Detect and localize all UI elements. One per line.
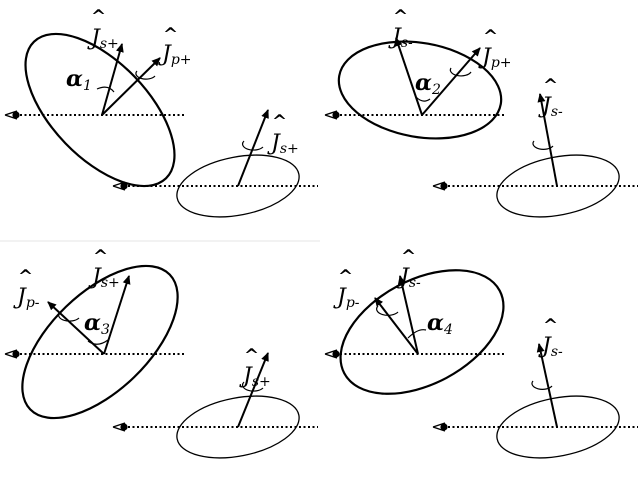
jet-p-vector — [374, 297, 419, 355]
jet-label: Js+ — [267, 131, 299, 157]
jet-label: Js+ — [88, 265, 120, 291]
rotation-arrow-icon — [376, 305, 399, 316]
angle-label: α1 — [66, 66, 92, 94]
eye-icon — [4, 110, 20, 120]
angle-leader — [96, 86, 115, 93]
jet-label: Jp+ — [478, 45, 512, 71]
hat-mark: ^ — [163, 24, 178, 45]
angle-leader — [407, 329, 427, 339]
angle-label: α4 — [427, 310, 453, 338]
hat-mark: ^ — [93, 246, 108, 267]
angle-label: α3 — [84, 310, 110, 338]
jet-p-vector — [47, 301, 105, 355]
rotation-arrow-icon — [449, 67, 472, 77]
hat-mark: ^ — [338, 266, 353, 287]
rotation-arrow-icon — [532, 140, 554, 150]
jet-p-vector — [101, 57, 161, 116]
jet-s-vector — [397, 275, 419, 355]
hat-mark: ^ — [244, 345, 259, 366]
rotation-arrow-icon — [531, 380, 553, 390]
jet-label: Jp+ — [158, 42, 192, 68]
angle-arc — [87, 339, 109, 345]
jet-s-vector — [103, 275, 131, 355]
jet-label: Js- — [396, 265, 421, 291]
jet-label: Js- — [538, 334, 563, 360]
jet-s-vector — [101, 43, 124, 116]
hat-mark: ^ — [483, 26, 498, 47]
small-jet-vector — [237, 109, 269, 187]
small-body-orbit — [176, 154, 300, 218]
big-body-orbit — [339, 269, 505, 395]
rotation-arrow-icon — [241, 140, 264, 151]
eye-icon — [432, 422, 448, 432]
eye-icon — [324, 110, 340, 120]
panel-2: Js- ^ Jp+ ^ α2 Js- ^ — [324, 6, 638, 218]
hat-mark: ^ — [272, 111, 287, 132]
hat-mark: ^ — [91, 6, 106, 27]
hat-mark: ^ — [393, 6, 408, 27]
small-jet-vector — [237, 352, 269, 428]
jet-label: Js- — [388, 25, 413, 51]
big-body-orbit — [337, 40, 503, 140]
jet-label: Js+ — [87, 26, 119, 52]
small-jet-vector — [537, 93, 558, 187]
rotation-arrow-icon — [57, 311, 80, 322]
big-body-orbit — [24, 32, 176, 188]
eye-icon — [432, 181, 448, 191]
small-body-orbit — [496, 395, 620, 459]
hat-mark: ^ — [18, 266, 33, 287]
jet-label: Js- — [538, 94, 563, 120]
small-jet-vector — [536, 343, 558, 428]
jet-s-vector — [394, 37, 423, 116]
eye-icon — [4, 349, 20, 359]
big-body-orbit — [21, 264, 179, 420]
panel-3: Jp- ^ Js+ ^ α3 Js+ ^ — [4, 246, 318, 459]
jet-label: Jp- — [333, 285, 360, 311]
rotation-arrow-icon — [241, 381, 264, 392]
panel-1: Js+ ^ Jp+ ^ α1 Js+ ^ — [4, 6, 318, 218]
rotation-arrow-icon — [135, 70, 156, 80]
hat-mark: ^ — [543, 315, 558, 336]
hat-mark: ^ — [543, 75, 558, 96]
eye-icon — [324, 349, 340, 359]
small-body-orbit — [176, 395, 300, 459]
panel-4: Jp- ^ Js- ^ α4 Js- ^ — [324, 246, 638, 459]
angle-arc — [415, 96, 431, 102]
jet-label: Js+ — [239, 364, 271, 390]
jet-label: Jp- — [13, 285, 40, 311]
eye-icon — [112, 422, 128, 432]
angle-label: α2 — [415, 70, 441, 98]
jet-p-vector — [421, 47, 481, 116]
hat-mark: ^ — [401, 246, 416, 267]
